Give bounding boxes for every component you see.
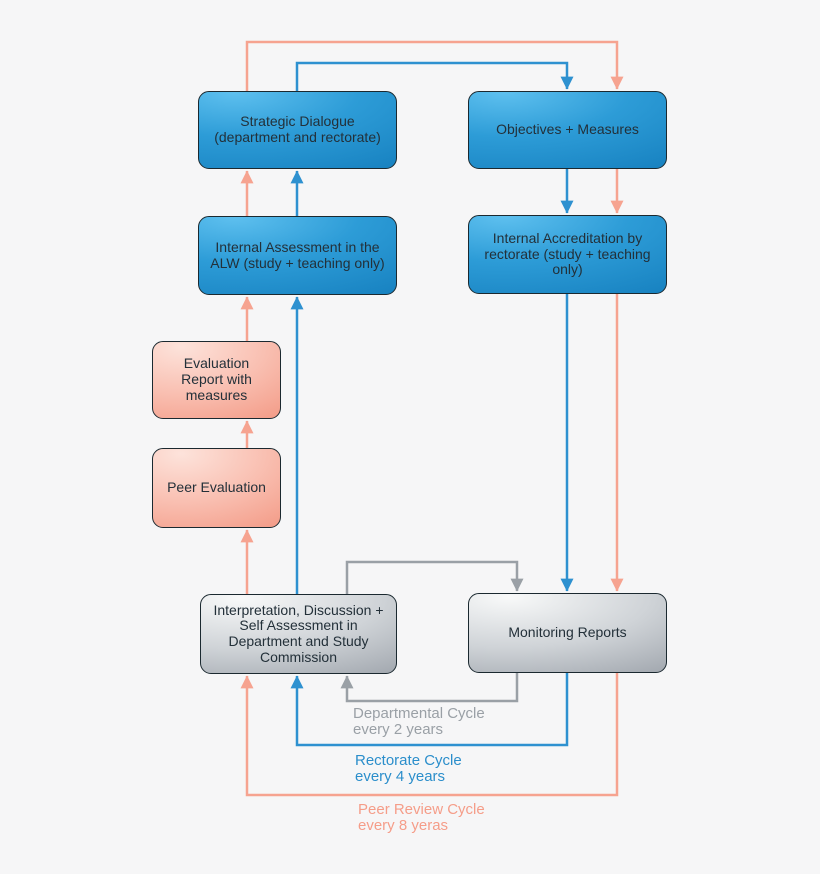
departmental-cycle-label-line2: every 2 years xyxy=(353,721,444,738)
node-strategic-dialogue: Strategic Dialogue (department and recto… xyxy=(198,91,397,169)
node-internal-accreditation: Internal Accreditation by rectorate (stu… xyxy=(468,215,667,294)
node-objectives-measures: Objectives + Measures xyxy=(468,91,667,169)
node-peer-evaluation: Peer Evaluation xyxy=(152,448,281,528)
arrow-monitoring-to-interpretation-gray xyxy=(340,673,519,703)
node-internal-assessment-label: Internal Assessment in the ALW (study + … xyxy=(210,238,385,271)
node-internal-accreditation-label: Internal Accreditation by rectorate (stu… xyxy=(484,229,651,278)
node-strategic-dialogue-label: Strategic Dialogue (department and recto… xyxy=(214,113,381,145)
node-monitoring-reports: Monitoring Reports xyxy=(468,593,667,673)
rectorate-cycle-label-line1: Rectorate Cycle xyxy=(355,752,462,769)
peer-review-cycle-label-line1: Peer Review Cycle xyxy=(358,801,485,818)
arrow-monitoring-to-interpretation-blue xyxy=(290,673,569,747)
peer-review-cycle-connectors xyxy=(240,40,624,797)
node-monitoring-reports-label: Monitoring Reports xyxy=(508,624,627,641)
peer-review-cycle-label-line2: every 8 yeras xyxy=(358,817,449,834)
departmental-cycle-label: Departmental Cycle every 2 years xyxy=(353,706,485,738)
arrow-strategic-dialogue-to-objectives-pink xyxy=(245,40,624,91)
node-evaluation-report-label: Evaluation Report with measures xyxy=(181,355,252,403)
node-objectives-measures-label: Objectives + Measures xyxy=(496,121,639,138)
arrow-strategic-dialogue-to-objectives-blue xyxy=(295,61,574,91)
peer-review-cycle-label: Peer Review Cycle every 8 yeras xyxy=(358,802,485,834)
node-peer-evaluation-label: Peer Evaluation xyxy=(167,479,266,496)
node-interpretation-discussion: Interpretation, Discussion + Self Assess… xyxy=(200,594,397,674)
departmental-cycle-connectors xyxy=(340,560,524,703)
arrow-monitoring-to-interpretation-pink xyxy=(240,673,619,797)
departmental-cycle-label-line1: Departmental Cycle xyxy=(353,705,485,722)
node-internal-assessment: Internal Assessment in the ALW (study + … xyxy=(198,216,397,295)
rectorate-cycle-label-line2: every 4 years xyxy=(355,768,446,785)
node-interpretation-discussion-label: Interpretation, Discussion + Self Assess… xyxy=(213,601,384,665)
node-evaluation-report: Evaluation Report with measures xyxy=(152,341,281,419)
rectorate-cycle-label: Rectorate Cycle every 4 years xyxy=(355,753,462,785)
arrow-interpretation-to-monitoring-gray xyxy=(345,560,524,594)
rectorate-cycle-connectors xyxy=(290,61,574,747)
